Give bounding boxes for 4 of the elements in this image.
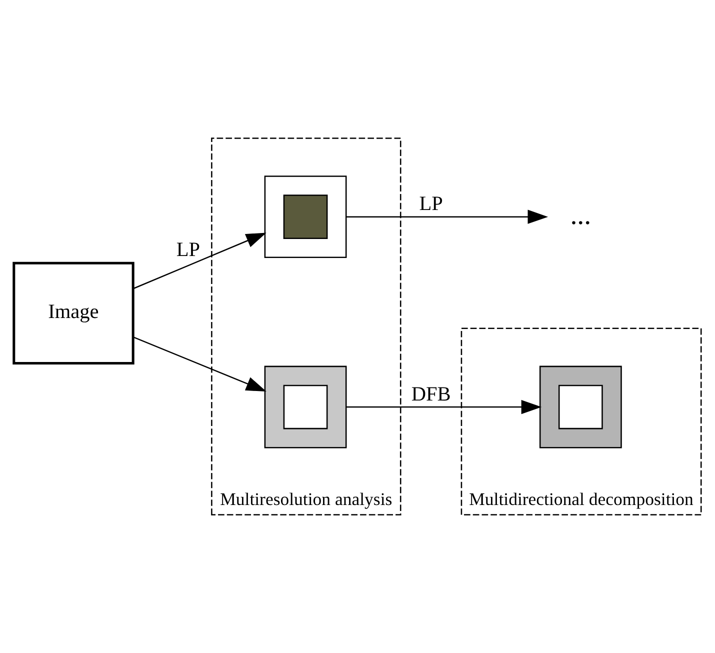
edge-label: LP (419, 193, 443, 216)
node-text: ... (570, 200, 592, 231)
edge-label: DFB (411, 383, 451, 406)
edge-label: LP (176, 238, 200, 261)
